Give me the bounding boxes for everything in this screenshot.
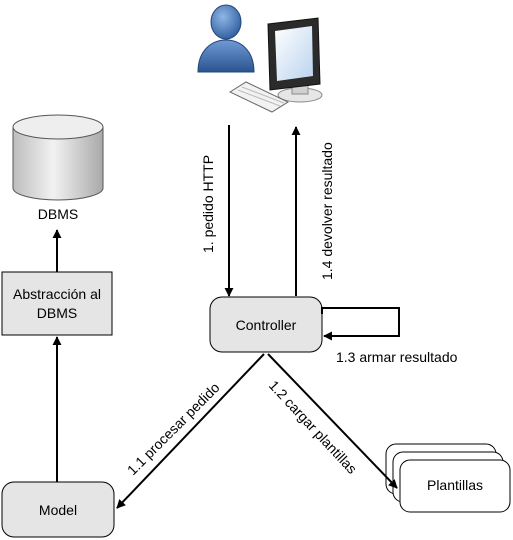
arrow-armar-resultado [266,307,400,352]
label-armar-resultado: 1.3 armar resultado [336,349,458,365]
arrow-cargar-plantillas [267,353,398,489]
controller-label: Controller [236,317,297,333]
computer-icon [228,17,323,113]
database-icon [12,114,104,201]
controller-box: Controller [209,296,323,353]
label-pedido-http: 1. pedido HTTP [200,155,216,253]
user-icon [197,4,255,73]
plantillas-stack: Plantillas [385,443,511,513]
arrow-procesar-pedido [116,353,265,509]
label-devolver-resultado: 1.4 devolver resultado [319,142,335,280]
abstraction-label-line2: DBMS [37,305,77,321]
abstraction-label-line1: Abstracción al [13,286,101,302]
label-cargar-plantillas: 1.2 cargar plantillas [266,377,361,477]
plantillas-label: Plantillas [427,477,483,493]
model-box: Model [1,481,115,538]
dbms-label: DBMS [38,206,78,222]
label-procesar-pedido: 1.1 procesar pedido [124,379,223,478]
abstraction-box: Abstracción al DBMS [1,271,113,336]
model-label: Model [39,502,77,518]
